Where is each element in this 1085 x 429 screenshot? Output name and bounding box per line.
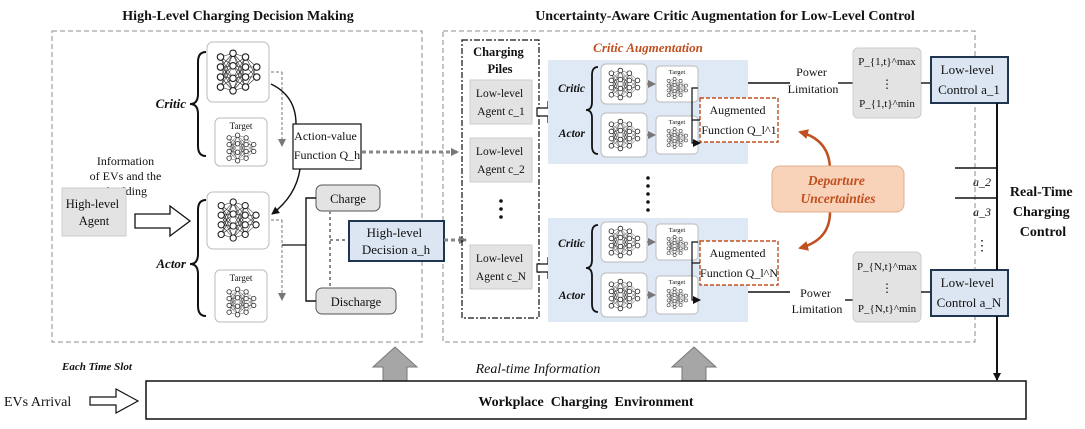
low-level-control-1-label: Low-level Control a_1 (938, 62, 1000, 97)
discharge-label: Discharge (331, 295, 382, 309)
aug1-to-actor-arrow (691, 120, 701, 147)
pn-limits-box (852, 251, 922, 323)
block1-critic-target-card (655, 65, 699, 103)
workplace-environment-box (145, 380, 1027, 420)
low-level-control-n-label: Low-level Control a_N (937, 275, 1002, 310)
pile-agent-1-label: Low-level Agent c_1 (476, 88, 526, 118)
high-level-decision-label: High-level Decision a_h (362, 225, 431, 257)
blockn-actor-net-card (600, 272, 648, 318)
departure-arrow-down (798, 211, 832, 251)
high-level-agent-box (61, 187, 127, 237)
p1-min-label: P_{1,t}^min (859, 98, 915, 110)
each-time-slot-label: Each Time Slot (61, 361, 133, 373)
pile-agent-2-label: Low-level Agent c_2 (476, 146, 526, 176)
charging-piles-box (461, 39, 540, 319)
low-level-control-1-box (930, 56, 1009, 104)
augmented-function-1-box (699, 97, 779, 143)
right-panel-heading: Uncertainty-Aware Critic Augmentation fo… (535, 9, 915, 24)
actor-brace (189, 199, 207, 317)
blockn-brace (585, 224, 599, 313)
block1-brace (585, 66, 599, 155)
charging-piles-title: Charging Piles (473, 45, 527, 76)
aug1-bracket (691, 87, 700, 121)
action-value-function-label: Action-value Function Q_h (294, 129, 360, 162)
pn-min-label: P_{N,t}^min (858, 303, 917, 315)
departure-uncertainties-box (771, 165, 905, 213)
left-panel-heading: High-Level Charging Decision Making (122, 9, 353, 24)
ev-arrival-hollow-arrow (89, 387, 140, 415)
information-text: Information of EVs and the building (90, 154, 165, 198)
actor-label: Actor (155, 256, 187, 271)
p1-max-label: P_{1,t}^max (858, 56, 916, 68)
blockn-critic-target-label: Target (669, 227, 686, 234)
pile-agent-n-label: Low-level Agent c_N (476, 253, 527, 283)
bus-ellipsis: ⋮ (975, 239, 989, 254)
pn-max-label: P_{N,t}^max (857, 261, 918, 273)
departure-arrow-up (798, 129, 832, 171)
blockn-actor-target-card (655, 275, 699, 315)
augmented-function-1-label: Augmented Function Q_l^1 (701, 103, 776, 137)
realtime-information-label: Real-time Information (475, 362, 601, 377)
actor-network-card (206, 191, 270, 250)
block-ellipsis (646, 176, 650, 212)
critic-label: Critic (156, 96, 187, 111)
blockn-actor-label: Actor (558, 290, 586, 302)
block1-critic-label: Critic (558, 83, 585, 95)
p1-ellipsis: ⋮ (881, 77, 893, 91)
pile-ellipsis (499, 199, 503, 219)
high-level-agent-label: High-level Agent (66, 197, 123, 228)
augmented-function-n-box (699, 240, 779, 286)
power-limitation-1-label: Power Limitation (788, 65, 839, 96)
critic-network-card (206, 41, 270, 103)
qfunction-to-actor-curve (271, 168, 301, 215)
agent-to-actor-hollow-arrow (134, 204, 192, 238)
pile-agent-n-box (469, 244, 533, 290)
blockn-critic-label: Critic (558, 238, 585, 250)
a3-label: a_3 (973, 205, 991, 219)
ev-arrival-label: EVs Arrival (4, 395, 71, 410)
block1-actor-target-card (655, 115, 699, 155)
augn-to-actor-arrow (691, 263, 701, 304)
charge-label: Charge (330, 192, 366, 206)
low-level-control-n-box (930, 269, 1009, 317)
a2-label: a_2 (973, 175, 991, 189)
pile-agent-2-box (469, 137, 533, 183)
critic-brace (189, 51, 207, 157)
power-limitation-n-label: Power Limitation (792, 286, 843, 316)
env-to-left-panel-arrow (371, 346, 419, 382)
blockn-critic-net-card (600, 221, 648, 263)
env-to-right-panel-arrow (670, 346, 718, 382)
block1-actor-target-label: Target (669, 119, 686, 126)
augn-bracket (691, 241, 700, 264)
block1-critic-net-card (600, 63, 648, 105)
block1-critic-target-label: Target (669, 69, 686, 76)
blockn-actor-target-label: Target (669, 279, 686, 286)
departure-uncertainties-label: Departure Uncertainties (800, 173, 875, 206)
critic-to-qfunction-curve (270, 83, 297, 125)
block1-actor-label: Actor (558, 128, 586, 140)
critic-target-label: Target (230, 121, 253, 131)
augmented-function-n-label: Augmented Function Q_l^N (700, 246, 778, 280)
actor-to-charge-bracket (305, 197, 316, 302)
actor-target-label: Target (230, 273, 253, 283)
block1-actor-net-card (600, 112, 648, 158)
workplace-environment-label: Workplace Charging Environment (478, 395, 694, 410)
action-value-function-box (292, 123, 362, 170)
low-level-panel (442, 30, 976, 343)
high-level-panel (51, 30, 423, 343)
realtime-control-label: Real-Time Charging Control (1010, 185, 1076, 240)
pile-agent-1-box (469, 79, 533, 125)
critic-augmentation-heading: Critic Augmentation (593, 40, 703, 55)
pn-ellipsis: ⋮ (881, 281, 893, 295)
